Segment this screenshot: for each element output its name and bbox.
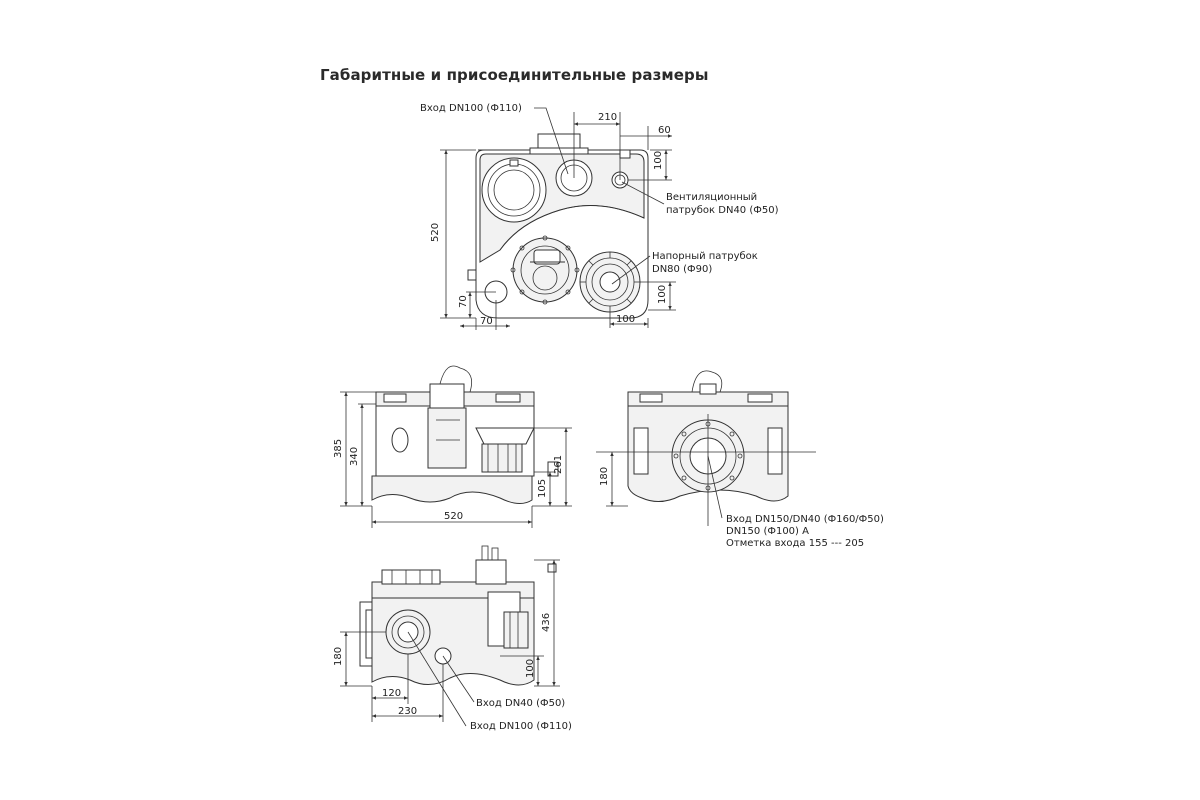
dim-105: 105 xyxy=(537,479,548,498)
front-view: 385 340 261 105 520 xyxy=(333,365,572,528)
side-lug xyxy=(467,269,477,281)
pressure-label-line2: DN80 (Ф90) xyxy=(652,264,712,275)
pressure-outlet-ribs xyxy=(580,252,640,312)
dim-100-bottom: 100 xyxy=(616,314,635,325)
bottom-pump-top xyxy=(475,559,507,585)
front-motor xyxy=(429,383,465,409)
dim-70-left: 70 xyxy=(458,295,469,308)
pressure-label-line1: Напорный патрубок xyxy=(652,251,758,262)
page-title: Габаритные и присоединительные размеры xyxy=(320,66,709,84)
dim-120: 120 xyxy=(382,688,401,699)
vent-label-line1: Вентиляционный xyxy=(666,192,757,203)
front-basket-top xyxy=(475,427,535,445)
dim-261: 261 xyxy=(553,455,564,474)
bottom-inlet-dn40-label: Вход DN40 (Ф50) xyxy=(476,698,565,709)
bottom-view: 436 100 180 120 230 Вход DN40 (Ф50) Вход… xyxy=(333,545,572,732)
side-view: 180 Вход DN150/DN40 (Ф160/Ф50) DN150 (Ф1… xyxy=(596,370,884,549)
dim-210: 210 xyxy=(598,112,617,123)
dim-520-front: 520 xyxy=(444,511,463,522)
dim-436: 436 xyxy=(541,613,552,632)
dim-520-top-view: 520 xyxy=(430,223,441,242)
top-view-curve xyxy=(499,205,645,251)
left-opening-outer xyxy=(481,157,547,223)
side-inlet-label-1: Вход DN150/DN40 (Ф160/Ф50) xyxy=(726,514,884,525)
dim-385: 385 xyxy=(333,439,344,458)
dim-60: 60 xyxy=(658,125,671,136)
front-basket xyxy=(481,443,523,473)
dim-70-bottom: 70 xyxy=(480,316,493,327)
dim-100-right-low: 100 xyxy=(657,285,668,304)
dim-100-bottom-view: 100 xyxy=(525,659,536,678)
side-inlet-label-2: DN150 (Ф100) А xyxy=(726,526,809,537)
inlet-dn100-label: Вход DN100 (Ф110) xyxy=(420,103,522,114)
bottom-lid-cap xyxy=(381,569,441,585)
bottom-inlet-dn100-label: Вход DN100 (Ф110) xyxy=(470,721,572,732)
side-recess-left xyxy=(633,427,649,475)
front-window xyxy=(391,427,409,453)
bottom-basket xyxy=(503,611,529,649)
pump-handle xyxy=(533,249,561,265)
dim-180-bottom-view: 180 xyxy=(333,647,344,666)
front-pump xyxy=(427,407,467,469)
dim-100-right-top: 100 xyxy=(653,151,664,170)
side-inlet-label-3: Отметка входа 155 --- 205 xyxy=(726,538,864,549)
pump-flange xyxy=(512,237,578,303)
dim-230: 230 xyxy=(398,706,417,717)
side-recess-right xyxy=(767,427,783,475)
dim-180-side: 180 xyxy=(599,467,610,486)
front-base xyxy=(371,475,533,504)
top-view: 210 60 100 520 70 70 100 100 Вход DN100 … xyxy=(420,103,779,330)
top-flange-base xyxy=(529,147,589,155)
flange-bolts xyxy=(510,235,580,305)
dim-340: 340 xyxy=(349,447,360,466)
vent-label-line2: патрубок DN40 (Ф50) xyxy=(666,205,779,216)
